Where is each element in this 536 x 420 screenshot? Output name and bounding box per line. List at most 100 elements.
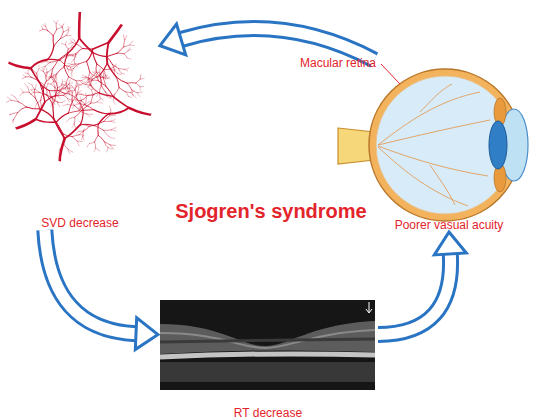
- vessel: [40, 109, 54, 119]
- arrow-shaft-outline: [181, 29, 374, 60]
- vessel: [74, 60, 76, 65]
- vessel: [56, 113, 68, 122]
- vessel: [126, 92, 129, 97]
- vessel: [114, 66, 117, 68]
- cycle-arrow: [160, 24, 374, 60]
- vessel: [88, 79, 89, 84]
- vessel: [55, 77, 57, 82]
- vessel: [88, 87, 92, 90]
- vessel: [93, 89, 96, 91]
- vessel: [46, 69, 48, 72]
- vessel: [79, 105, 84, 111]
- vessel: [63, 144, 68, 150]
- vessel: [44, 72, 48, 73]
- vessel: [110, 144, 115, 146]
- vessel: [46, 77, 50, 81]
- vessel: [111, 119, 115, 121]
- vessel: [46, 72, 47, 76]
- vessel: [68, 102, 72, 113]
- vessel: [100, 63, 108, 75]
- vessel: [72, 137, 77, 142]
- vessel: [93, 53, 107, 57]
- vessel: [99, 93, 101, 98]
- vessel: [77, 99, 83, 109]
- vessel: [31, 90, 34, 92]
- vessel: [140, 78, 144, 80]
- vessel: [83, 126, 89, 131]
- vessel: [113, 96, 129, 108]
- vessel: [51, 104, 53, 107]
- vessel: [105, 92, 109, 95]
- vessel: [81, 96, 88, 101]
- vessel: [74, 54, 76, 60]
- vessel: [7, 114, 11, 117]
- vessel: [35, 89, 40, 92]
- vessel: [63, 30, 68, 32]
- vessel: [104, 116, 110, 122]
- vessel: [87, 61, 90, 72]
- lens: [489, 121, 507, 169]
- vessel: [79, 111, 86, 114]
- vessel: [95, 135, 99, 142]
- vessel: [95, 64, 97, 72]
- vessel: [124, 45, 130, 47]
- vessel-network: [4, 10, 156, 166]
- vessel: [51, 75, 53, 80]
- vessel: [93, 91, 97, 96]
- vessel: [78, 61, 86, 64]
- vessel: [68, 99, 72, 100]
- oct-rpe: [160, 354, 375, 357]
- retina: [376, 76, 514, 214]
- leader-line: [381, 64, 400, 84]
- vessel: [95, 72, 100, 73]
- vessel: [65, 41, 67, 44]
- vessel: [140, 75, 142, 79]
- vessel: [92, 80, 98, 82]
- vessel: [46, 83, 48, 88]
- vessel: [41, 66, 45, 67]
- vessel: [25, 83, 28, 87]
- vessel: [68, 84, 72, 86]
- vessel: [104, 121, 111, 122]
- vessel: [65, 65, 68, 69]
- eye-illustration: [338, 69, 528, 221]
- vessel: [89, 142, 94, 144]
- vessel: [63, 104, 67, 105]
- vessel: [35, 98, 40, 109]
- vessel: [110, 115, 116, 116]
- vessel: [94, 110, 109, 114]
- vessel: [76, 49, 83, 54]
- vessel: [69, 117, 75, 119]
- vessel: [97, 71, 99, 75]
- vessel: [127, 82, 136, 84]
- vessel: [28, 74, 31, 78]
- vessel: [110, 94, 115, 97]
- vessel: [62, 101, 65, 103]
- vessel: [104, 130, 109, 136]
- vessel: [79, 38, 93, 53]
- vessel: [119, 68, 125, 70]
- vessel: [70, 68, 74, 70]
- vessel: [65, 125, 80, 138]
- vessel: [70, 66, 74, 67]
- vessel: [74, 63, 76, 65]
- vessel: [124, 40, 125, 47]
- node-label: SVD decrease: [0, 216, 160, 230]
- vessel: [115, 88, 120, 95]
- vessel: [114, 69, 116, 70]
- vessel: [107, 53, 117, 57]
- vessel: [79, 134, 84, 136]
- vessel: [113, 100, 115, 104]
- vessel: [36, 119, 57, 122]
- vessel: [58, 102, 63, 103]
- vessel: [83, 103, 91, 109]
- vessel: [46, 27, 48, 31]
- vessel: [119, 69, 122, 74]
- vessel: [41, 26, 42, 29]
- vessel: [87, 49, 93, 61]
- vessel: [67, 69, 69, 72]
- vessel: [44, 66, 46, 70]
- vessel: [31, 66, 32, 69]
- vessel: [94, 148, 96, 151]
- vessel: [111, 130, 116, 131]
